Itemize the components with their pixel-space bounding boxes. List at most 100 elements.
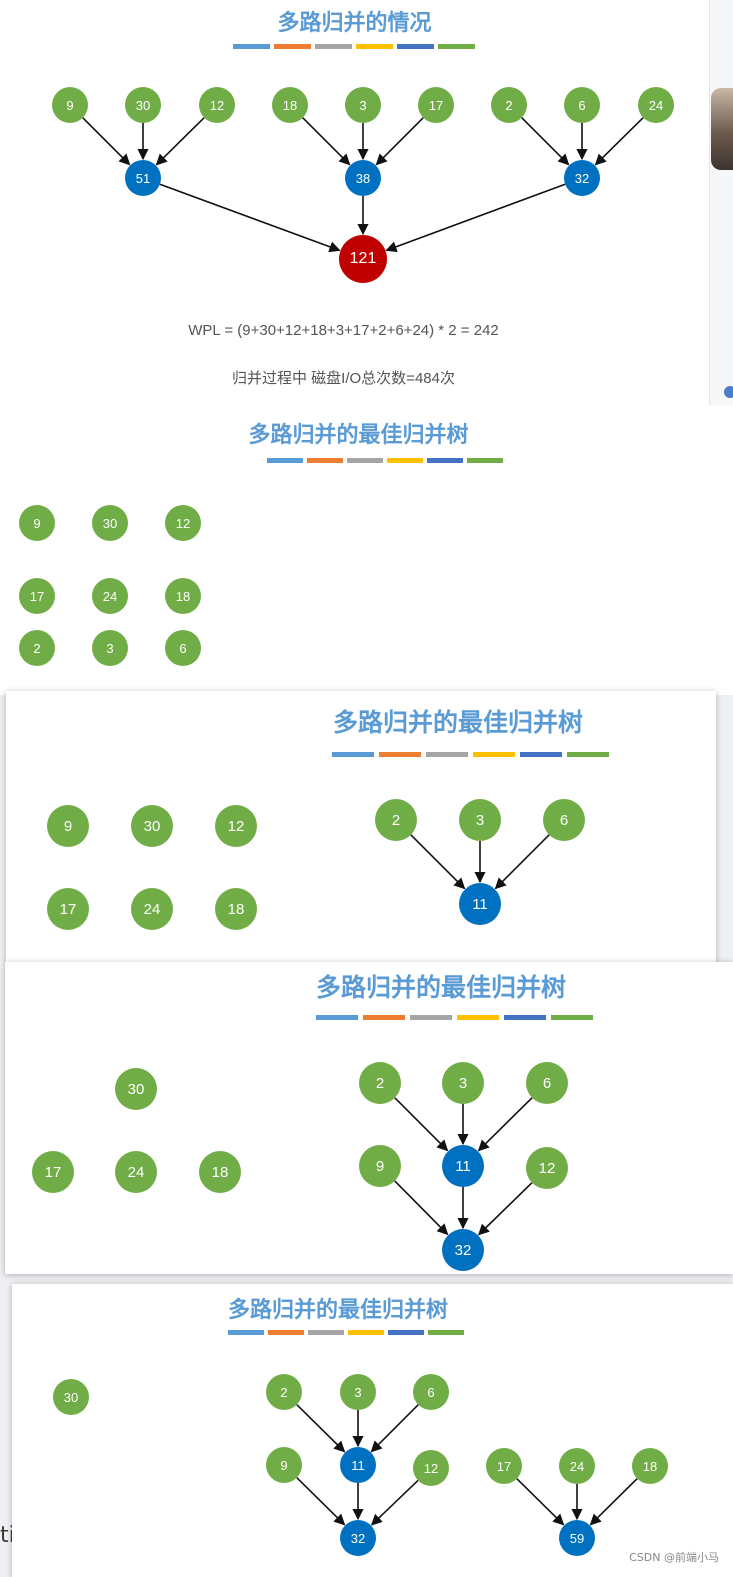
leaf-node: 24 bbox=[131, 888, 173, 930]
leaf-node: 2 bbox=[19, 630, 55, 666]
leaf-node: 30 bbox=[92, 505, 128, 541]
leaf-node: 3 bbox=[92, 630, 128, 666]
slide-title: 多路归并的最佳归并树 bbox=[228, 1298, 449, 1323]
leaf-node: 17 bbox=[418, 87, 454, 123]
leaf-node: 17 bbox=[486, 1448, 522, 1484]
io-count-text: 归并过程中 磁盘I/O总次数=484次 bbox=[232, 370, 455, 387]
title-color-bar bbox=[348, 1330, 384, 1335]
title-color-bar bbox=[387, 458, 423, 463]
tree-edge-arrow bbox=[410, 834, 466, 890]
merge-node: 11 bbox=[459, 883, 501, 925]
leaf-node: 3 bbox=[340, 1374, 376, 1410]
leaf-node: 17 bbox=[32, 1151, 74, 1193]
title-color-bar bbox=[504, 1015, 546, 1020]
leaf-node: 18 bbox=[632, 1448, 668, 1484]
title-color-bar bbox=[315, 44, 352, 49]
leaf-node: 3 bbox=[345, 87, 381, 123]
title-color-bar bbox=[356, 44, 393, 49]
tree-edge-arrow bbox=[296, 1477, 346, 1526]
merge-node: 38 bbox=[345, 160, 381, 196]
leaf-node: 9 bbox=[52, 87, 88, 123]
tree-edge-arrow bbox=[589, 1478, 638, 1526]
merge-node: 32 bbox=[564, 160, 600, 196]
leaf-node: 30 bbox=[125, 87, 161, 123]
leaf-node: 12 bbox=[199, 87, 235, 123]
tree-edge-arrow bbox=[516, 1478, 565, 1526]
leaf-node: 2 bbox=[266, 1374, 302, 1410]
leaf-node: 18 bbox=[215, 888, 257, 930]
leaf-node: 18 bbox=[272, 87, 308, 123]
leaf-node: 6 bbox=[165, 630, 201, 666]
tree-edge-arrow bbox=[385, 183, 566, 253]
leaf-node: 6 bbox=[564, 87, 600, 123]
slide-title: 多路归并的情况 bbox=[277, 11, 432, 36]
watermark: CSDN @前端小马 bbox=[629, 1551, 719, 1564]
tree-edge-arrow bbox=[521, 117, 570, 166]
leaf-node: 17 bbox=[19, 578, 55, 614]
tree-edge-arrow bbox=[370, 1479, 419, 1526]
title-color-bar bbox=[308, 1330, 344, 1335]
title-color-bar bbox=[274, 44, 311, 49]
title-color-bar bbox=[307, 458, 343, 463]
leaf-node: 24 bbox=[638, 87, 674, 123]
title-color-bar bbox=[316, 1015, 358, 1020]
leaf-node: 12 bbox=[215, 805, 257, 847]
slide-title: 多路归并的最佳归并树 bbox=[316, 973, 567, 1002]
leaf-node: 6 bbox=[526, 1062, 568, 1104]
side-indicator-dot bbox=[724, 386, 733, 398]
title-color-bar bbox=[379, 752, 421, 757]
title-color-bar bbox=[467, 458, 503, 463]
merge-node: 11 bbox=[442, 1145, 484, 1187]
title-color-bar bbox=[268, 1330, 304, 1335]
leaf-node: 9 bbox=[47, 805, 89, 847]
slide-title: 多路归并的最佳归并树 bbox=[333, 708, 584, 737]
tree-edge-arrow bbox=[302, 117, 351, 166]
tree-edge-arrow bbox=[394, 1097, 449, 1152]
title-color-bar bbox=[388, 1330, 424, 1335]
leaf-node: 12 bbox=[413, 1450, 449, 1486]
title-color-bar bbox=[347, 458, 383, 463]
merge-node: 32 bbox=[340, 1520, 376, 1556]
title-color-bar bbox=[410, 1015, 452, 1020]
title-color-bar bbox=[233, 44, 270, 49]
title-color-bar bbox=[438, 44, 475, 49]
leaf-node: 24 bbox=[115, 1151, 157, 1193]
title-color-bar bbox=[397, 44, 434, 49]
leaf-node: 9 bbox=[359, 1145, 401, 1187]
tree-edge-arrow bbox=[594, 117, 644, 166]
leaf-node: 9 bbox=[266, 1447, 302, 1483]
tree-edges bbox=[410, 834, 550, 890]
leaf-node: 6 bbox=[413, 1374, 449, 1410]
merge-node: 11 bbox=[340, 1447, 376, 1483]
leaf-node: 2 bbox=[359, 1062, 401, 1104]
title-color-bar bbox=[473, 752, 515, 757]
leaf-node: 3 bbox=[459, 799, 501, 841]
title-color-bar bbox=[426, 752, 468, 757]
left-edge-background bbox=[0, 1282, 12, 1577]
wpl-formula: WPL = (9+30+12+18+3+17+2+6+24) * 2 = 242 bbox=[188, 322, 499, 339]
tree-edge-arrow bbox=[159, 183, 341, 253]
slide-multiway-merge-case: 多路归并的情况 WPL = (9+30+12+18+3+17+2+6+24) *… bbox=[0, 0, 709, 405]
title-color-bar bbox=[228, 1330, 264, 1335]
leaf-node: 9 bbox=[19, 505, 55, 541]
tree-edge-arrow bbox=[494, 834, 550, 890]
avatar[interactable] bbox=[711, 88, 733, 170]
tree-edge-arrow bbox=[296, 1404, 346, 1453]
title-color-bar bbox=[428, 1330, 464, 1335]
title-color-bar bbox=[457, 1015, 499, 1020]
merge-node: 59 bbox=[559, 1520, 595, 1556]
tree-edges bbox=[82, 117, 644, 253]
tree-edges bbox=[296, 1404, 638, 1526]
tree-edge-arrow bbox=[370, 1404, 419, 1453]
leaf-node: 12 bbox=[165, 505, 201, 541]
merge-node: 32 bbox=[442, 1229, 484, 1271]
leaf-node: 30 bbox=[115, 1068, 157, 1110]
left-edge-text: ti bbox=[0, 1523, 12, 1548]
tree-edges bbox=[394, 1097, 533, 1236]
leaf-node: 30 bbox=[131, 805, 173, 847]
title-color-bar bbox=[520, 752, 562, 757]
